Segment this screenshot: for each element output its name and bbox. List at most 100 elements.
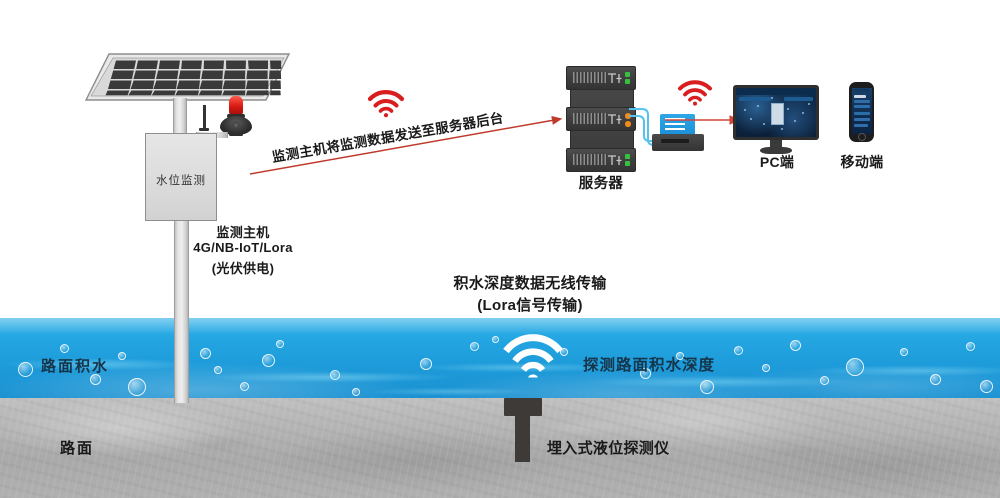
detect-depth-label: 探测路面积水深度: [583, 357, 716, 374]
standing-water-label: 路面积水: [41, 358, 110, 375]
panel-mount-bracket: [173, 98, 187, 136]
bubble: [676, 352, 684, 360]
alarm-beacon: [218, 96, 254, 138]
server-cables: [629, 108, 670, 146]
station-caption-line1: 监测主机: [216, 225, 270, 240]
phone-content-row: [853, 105, 870, 108]
road-label: 路面: [60, 440, 95, 457]
map-node: [793, 120, 796, 123]
bubble: [352, 388, 360, 396]
router-base-unit: [652, 134, 704, 151]
desktop-monitor-icon[interactable]: [733, 85, 819, 155]
bubble: [790, 340, 801, 351]
phone-statusbar: [853, 89, 870, 92]
monitoring-host-cabinet[interactable]: 水位监测: [145, 133, 217, 221]
monitor-screen: [736, 88, 816, 137]
bubble: [330, 370, 340, 380]
water-layer: [0, 318, 1000, 398]
bubble: [930, 374, 941, 385]
bubble: [276, 340, 284, 348]
monitor-stand-base: [760, 147, 792, 154]
bubble: [492, 336, 499, 343]
monitor-stand-neck: [770, 140, 782, 149]
sensor-stem: [515, 414, 530, 462]
map-node: [750, 118, 753, 121]
bubble: [640, 368, 651, 379]
map-node: [756, 105, 759, 108]
uplink-arrow: [249, 115, 563, 175]
server-led-active: [625, 113, 631, 119]
wifi-icon: [503, 334, 563, 378]
bubble: [846, 358, 864, 376]
map-node: [787, 107, 790, 110]
map-node: [771, 96, 774, 99]
phone-home-button[interactable]: [857, 132, 866, 141]
map-node: [744, 108, 746, 111]
server-rack[interactable]: [566, 66, 636, 172]
bubble: [90, 374, 101, 385]
bubble: [700, 380, 714, 394]
bubble: [240, 382, 249, 391]
server-vents: [573, 113, 607, 124]
beacon-horn-speaker: [220, 116, 252, 135]
downlink-arrow: [665, 115, 741, 125]
bubble: [262, 354, 275, 367]
bubble: [734, 346, 743, 355]
embedded-level-sensor-icon: [504, 398, 542, 416]
server-led-active: [625, 121, 631, 127]
server-led: [625, 154, 630, 159]
road-layer: [0, 398, 1000, 498]
lora-caption-line2: (Lora信号传输): [477, 297, 583, 314]
bubble: [60, 344, 69, 353]
bubble: [128, 378, 146, 396]
server-unit: [566, 66, 636, 90]
bubble: [420, 358, 432, 370]
bubble: [966, 342, 975, 351]
bubble: [560, 348, 568, 356]
station-caption-line2: 4G/NB-IoT/Lora: [193, 240, 293, 255]
solar-panel: [84, 52, 291, 107]
bubble: [214, 366, 222, 374]
lora-caption-line1: 积水深度数据无线传输: [453, 275, 607, 292]
dashboard-topbar: [736, 88, 816, 95]
bubble: [118, 352, 126, 360]
server-unit: [566, 148, 636, 172]
server-led: [625, 161, 630, 166]
phone-content-row: [853, 95, 866, 98]
map-node: [808, 102, 810, 105]
server-label: 服务器: [578, 176, 624, 192]
dashboard-popup-card: [771, 102, 785, 126]
phone-content-row: [853, 112, 870, 115]
dashboard-panel-left: [739, 97, 771, 101]
phone-screen: [851, 88, 872, 134]
wifi-icon: [678, 80, 712, 106]
water-surface-sheen: [0, 318, 1000, 334]
bubble: [470, 342, 479, 351]
antenna-rod: [203, 105, 206, 129]
station-caption-line3: (光伏供电): [211, 261, 275, 276]
beacon-base: [229, 133, 243, 136]
server-vents: [573, 72, 607, 83]
road-texture: [0, 398, 1000, 498]
station-pole: [174, 205, 189, 403]
bubble: [820, 376, 829, 385]
server-led: [625, 72, 630, 77]
mobile-phone-icon[interactable]: [849, 82, 874, 142]
phone-content-row: [853, 118, 870, 121]
antenna-base: [199, 128, 209, 131]
map-node: [763, 123, 766, 126]
map-node: [801, 111, 804, 114]
pc-client-label: PC端: [759, 154, 795, 170]
bubble: [762, 364, 770, 372]
dashboard-panel-right: [784, 97, 813, 101]
mobile-client-label: 移动端: [840, 154, 884, 170]
wifi-icon: [367, 90, 405, 118]
server-led: [625, 79, 630, 84]
water-caustics: [0, 318, 1000, 398]
sensor-label: 埋入式液位探测仪: [547, 440, 670, 457]
server-unit: [566, 107, 636, 131]
bubble: [980, 380, 993, 393]
beacon-dome: [229, 96, 243, 115]
cabinet-label: 水位监测: [156, 175, 206, 187]
